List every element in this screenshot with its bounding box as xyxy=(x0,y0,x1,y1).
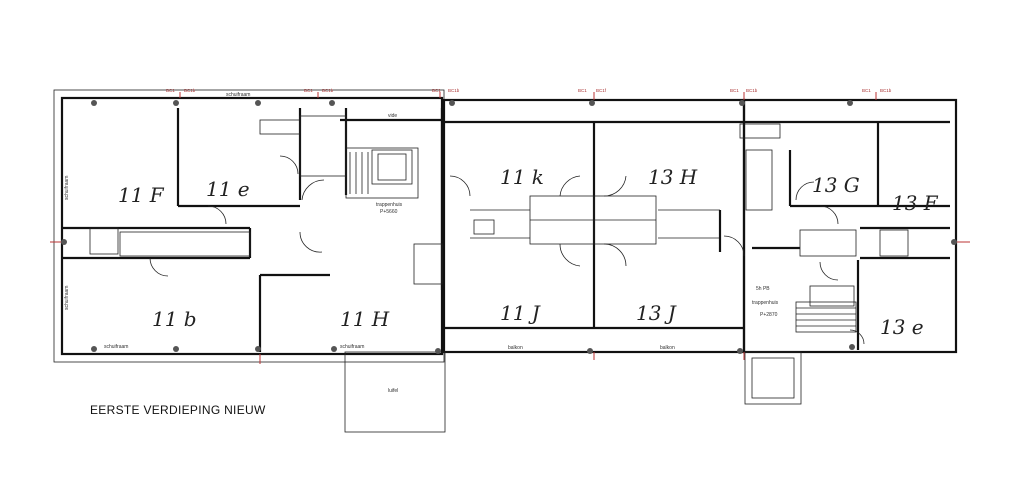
grid-tag: BC1 xyxy=(166,88,175,93)
schuifraam-bottom1-label: schuifraam xyxy=(104,344,128,350)
outer-walls xyxy=(53,89,958,433)
unit-label-11f: 11 F xyxy=(118,183,165,207)
unit-label-11e: 11 e xyxy=(206,177,250,201)
stairs-left-label: trappenhuis xyxy=(376,202,403,208)
stairs-right-level: P+2870 xyxy=(760,312,778,318)
grid-tag: BC1b xyxy=(746,88,758,93)
schuifraam-bottom2-label: schuifraam xyxy=(340,344,364,350)
stairs-right-label: trappenhuis xyxy=(752,300,779,306)
unit-label-11j: 11 J xyxy=(500,301,541,325)
grid-tag: BC1 xyxy=(730,88,739,93)
grid-tag: BC1 xyxy=(862,88,871,93)
grid-tag: BC1b xyxy=(184,88,196,93)
schuifraam-top-label: schuifraam xyxy=(226,92,250,98)
stairs-right xyxy=(795,301,857,333)
vide-label: vide xyxy=(388,113,397,119)
unit-label-13j: 13 J xyxy=(636,301,677,325)
grid-tag: BC1 xyxy=(578,88,587,93)
stairs-left-level: P+5660 xyxy=(380,209,398,215)
columns xyxy=(61,100,957,354)
unit-label-11b: 11 b xyxy=(152,307,197,331)
unit-label-13f: 13 F xyxy=(892,191,939,215)
grid-axes xyxy=(50,92,970,364)
grid-tag: BC1b xyxy=(880,88,892,93)
door-arcs xyxy=(149,155,865,345)
unit-label-13e: 13 e xyxy=(880,315,924,339)
luifel-label: luifel xyxy=(388,388,398,394)
schuifraam-left1-label: schuifraam xyxy=(64,176,70,200)
pb-label: 5h PB xyxy=(756,286,770,292)
unit-label-13g: 13 G xyxy=(812,173,860,197)
balkon1-label: balkon xyxy=(508,345,523,351)
unit-label-11k: 11 k xyxy=(500,165,544,189)
unit-label-11h: 11 H xyxy=(340,307,390,331)
service-blocks xyxy=(89,115,909,307)
unit-label-13h: 13 H xyxy=(648,165,698,189)
grid-tag: BC1 xyxy=(432,88,441,93)
drawing-title: EERSTE VERDIEPING NIEUW xyxy=(90,403,266,417)
grid-tag: BC1f xyxy=(596,88,607,93)
schuifraam-left2-label: schuifraam xyxy=(64,286,70,310)
stairs-left xyxy=(345,147,419,199)
grid-tag: BC1b xyxy=(322,88,334,93)
grid-tag: BC1 xyxy=(304,88,313,93)
balkon2-label: balkon xyxy=(660,345,675,351)
grid-tag: BC1b xyxy=(448,88,460,93)
